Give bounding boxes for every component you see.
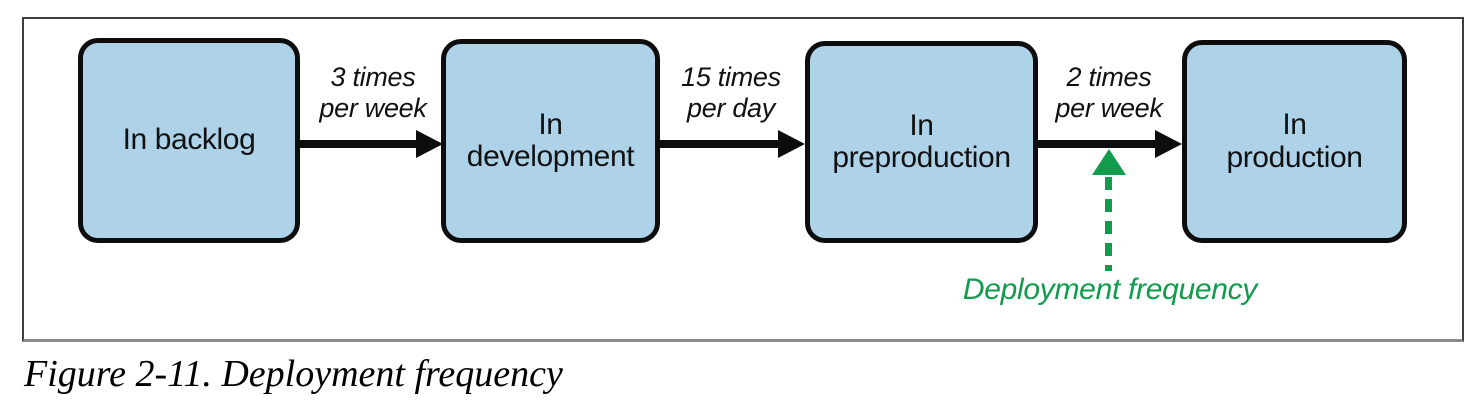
stage-box-development: In development [441,39,660,243]
stage-label: preproduction [832,141,1011,174]
transition-label-line: per week [1055,93,1163,124]
right-arrowhead-icon [1155,130,1182,158]
stage-label: In [538,107,563,141]
transition-label-preproduction-production: 2 times per week [1034,62,1184,125]
transition-label-line: 15 times [681,62,781,92]
dashed-line [1105,177,1112,271]
stage-box-preproduction: In preproduction [805,41,1038,243]
transition-label-backlog-development: 3 times per week [302,62,444,125]
up-arrowhead-icon [1092,149,1126,175]
stage-label: development [466,140,635,173]
arrow-shaft [1038,140,1157,148]
stage-label: In [909,108,934,142]
transition-label-line: per day [687,93,775,124]
transition-label-line: per week [319,93,427,124]
right-arrowhead-icon [778,130,805,158]
arrow-shaft [300,140,418,148]
right-arrowhead-icon [416,130,443,158]
figure-caption: Figure 2-11. Deployment frequency [24,353,563,395]
stage-label: In backlog [122,123,256,157]
stage-box-backlog: In backlog [78,38,300,243]
transition-label-line: 2 times [1066,62,1152,92]
deployment-frequency-label: Deployment frequency [962,273,1258,306]
arrow-shaft [660,140,780,148]
stage-label: production [1226,140,1363,174]
transition-label-development-preproduction: 15 times per day [656,62,806,125]
stage-label: In [1282,108,1307,142]
transition-label-line: 3 times [330,62,416,92]
stage-box-production: In production [1182,40,1407,243]
